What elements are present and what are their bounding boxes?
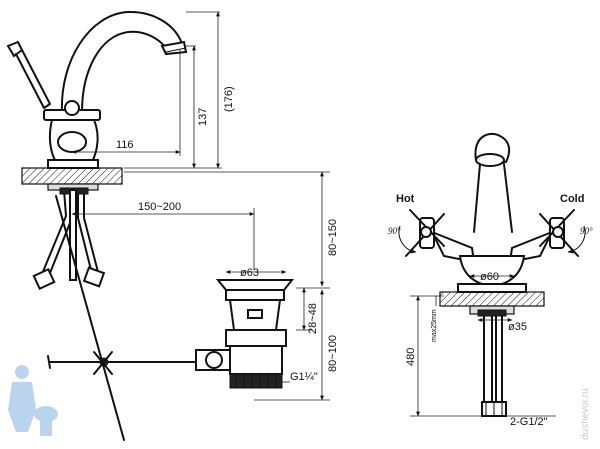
inlet-thread-label: 2-G1/2" [510,416,548,428]
base-diameter-label: ø60 [480,271,499,283]
side-dimensions [71,11,330,401]
drain-thread-label: G1¼" [290,371,318,383]
hose-length-label: 480 [405,348,417,366]
side-view-faucet: 116 150~200 137 (176) 80~150 80~100 28~4… [6,10,339,441]
supply-hoses [32,187,106,291]
front-view-faucet [398,132,586,417]
drain-assembly [195,279,295,389]
hot-handle [405,209,445,257]
spout-reach-label: 116 [116,139,134,151]
cold-handle [539,209,579,257]
spout [60,10,188,113]
plumber-mascot-icon [8,365,58,436]
stud-diameter-label: ø35 [508,321,527,333]
drain-adjust-label: 28~48 [307,303,319,334]
faucet-body [43,100,101,169]
plug-diameter-label: ø63 [240,267,259,279]
basin-section [21,167,123,191]
popup-rod [47,195,197,441]
lever-handle [6,40,51,109]
hot-label: Hot [396,193,415,205]
hot-angle-label: 90° [388,226,401,236]
spout-height-label: 137 [197,108,209,126]
range-bottom-label: 80~100 [327,335,339,372]
cold-angle-label: 90° [580,226,593,236]
total-height-label: (176) [223,86,235,112]
drain-offset-label: 150~200 [138,201,181,213]
max-thickness-label: max25mm [431,309,438,342]
watermark-text: dushevoi.ru [580,388,591,440]
cold-label: Cold [560,193,584,205]
range-top-label: 80~150 [327,219,339,256]
